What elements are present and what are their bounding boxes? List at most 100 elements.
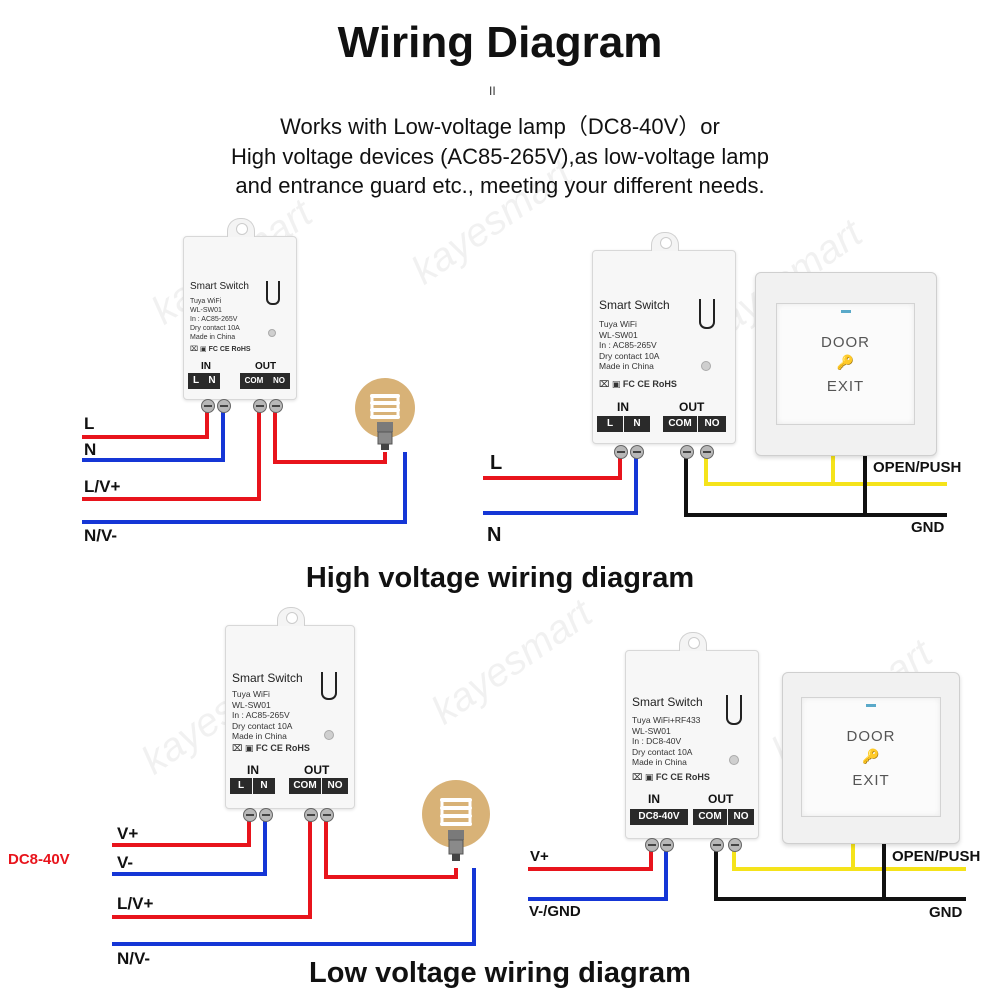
wire-v-plus <box>528 847 653 871</box>
wire-label: L/V+ <box>84 477 121 496</box>
out-header: OUT <box>304 763 330 777</box>
in-l-label: L <box>597 416 623 432</box>
door-exit-button: DOOR 🔑 EXIT <box>782 672 960 844</box>
smart-switch-module: Smart Switch Tuya WiFi+RF433 WL-SW01 In … <box>625 632 759 839</box>
high-voltage-section-title: High voltage wiring diagram <box>305 562 695 594</box>
wire-nv-minus <box>82 452 407 524</box>
wire-l-live <box>82 404 209 439</box>
certification-marks: ⌧ ▣ FC CE RoHS <box>232 743 310 753</box>
exit-text: EXIT <box>826 378 865 395</box>
page-title: Wiring Diagram <box>337 18 663 67</box>
bulb-icon <box>355 378 415 450</box>
out-no-label: NO <box>698 416 726 432</box>
mounting-tab <box>679 632 707 651</box>
wire-gnd <box>684 452 947 517</box>
terminal-screw <box>243 808 257 822</box>
out-header: OUT <box>708 792 734 806</box>
wire-l-live <box>483 452 622 480</box>
terminal-screw <box>259 808 273 822</box>
in-l-label: L <box>230 778 252 794</box>
wire-label: V- <box>117 853 134 872</box>
indicator-light <box>841 310 851 313</box>
out-header: OUT <box>255 361 277 372</box>
subtitle-line-1: Works with Low-voltage lamp（DC8-40V）or <box>280 114 720 139</box>
terminal-screw <box>217 399 231 413</box>
out-com-label: COM <box>693 809 727 825</box>
terminal-screw <box>253 399 267 413</box>
key-icon: 🔑 <box>836 354 855 370</box>
mounting-tab <box>651 232 679 251</box>
certification-marks: ⌧ ▣ FC CE RoHS <box>632 772 710 782</box>
wire-label: V-/GND <box>529 903 581 920</box>
door-exit-button: DOOR 🔑 EXIT <box>755 272 937 456</box>
wire-label: N <box>487 524 502 546</box>
wire-label: L/V+ <box>117 894 154 913</box>
in-n-label: N <box>204 373 220 389</box>
out-header: OUT <box>679 400 705 414</box>
wire-v-minus-gnd <box>528 847 668 901</box>
wire-label: V+ <box>117 824 139 843</box>
wire-no-to-lamp <box>324 817 458 879</box>
out-com-label: COM <box>663 416 697 432</box>
indicator-light <box>866 704 876 707</box>
wire-open-push <box>732 847 966 871</box>
mounting-tab <box>277 607 305 626</box>
wire-label: N/V- <box>84 526 118 545</box>
touch-icon <box>699 299 715 329</box>
terminal-screw <box>680 445 694 459</box>
key-icon: 🔑 <box>862 748 880 764</box>
terminal-screw <box>645 838 659 852</box>
gnd-label: GND <box>929 904 963 921</box>
door-text: DOOR <box>846 728 896 745</box>
out-com-label: COM <box>289 778 321 794</box>
status-led <box>729 755 739 765</box>
touch-icon <box>266 281 280 305</box>
in-n-label: N <box>624 416 650 432</box>
terminal-screw <box>710 838 724 852</box>
device-specs: Tuya WiFi WL-SW01 In : AC85-265V Dry con… <box>190 298 240 341</box>
in-header: IN <box>648 792 660 806</box>
status-led <box>268 329 276 337</box>
gnd-label: GND <box>911 519 945 536</box>
out-no-label: NO <box>728 809 754 825</box>
in-header: IN <box>617 400 629 414</box>
device-name: Smart Switch <box>632 695 703 709</box>
door-exit-plate: DOOR 🔑 EXIT <box>776 303 915 425</box>
bulb-icon <box>422 780 490 861</box>
terminal-screw <box>269 399 283 413</box>
in-header: IN <box>247 763 259 777</box>
wire-n-neutral <box>483 452 638 515</box>
low-voltage-section-title: Low voltage wiring diagram <box>309 957 691 989</box>
smart-switch-module: Smart Switch Tuya WiFi WL-SW01 In : AC85… <box>183 218 297 400</box>
open-push-label: OPEN/PUSH <box>892 848 981 865</box>
terminal-screw <box>630 445 644 459</box>
out-no-label: NO <box>322 778 348 794</box>
out-no-label: NO <box>268 373 290 389</box>
terminal-screw <box>201 399 215 413</box>
mounting-tab <box>227 218 255 237</box>
wire-no-to-lamp <box>273 404 387 464</box>
touch-icon <box>726 695 742 725</box>
wire-n-neutral <box>82 404 225 462</box>
door-text: DOOR <box>821 334 870 351</box>
wire-label: V+ <box>530 848 549 865</box>
exit-text: EXIT <box>852 772 890 789</box>
device-specs: Tuya WiFi WL-SW01 In : AC85-265V Dry con… <box>232 689 293 741</box>
smart-switch-module: Smart Switch Tuya WiFi WL-SW01 In : AC85… <box>225 607 355 809</box>
device-specs: Tuya WiFi+RF433 WL-SW01 In : DC8-40V Dry… <box>632 715 701 767</box>
in-dc-label: DC8-40V <box>630 809 688 825</box>
terminal-screw <box>304 808 318 822</box>
device-name: Smart Switch <box>599 298 670 312</box>
subtitle-line-2: High voltage devices (AC85-265V),as low-… <box>230 144 770 169</box>
in-n-label: N <box>253 778 275 794</box>
wire-v-plus <box>112 817 251 847</box>
wire-label: N/V- <box>117 949 151 968</box>
device-name: Smart Switch <box>190 281 249 292</box>
smart-switch-module: Smart Switch Tuya WiFi WL-SW01 In : AC85… <box>592 232 736 444</box>
status-led <box>701 361 711 371</box>
door-exit-plate: DOOR 🔑 EXIT <box>801 697 941 817</box>
wire-label: L <box>490 452 503 474</box>
device-name: Smart Switch <box>232 671 303 685</box>
